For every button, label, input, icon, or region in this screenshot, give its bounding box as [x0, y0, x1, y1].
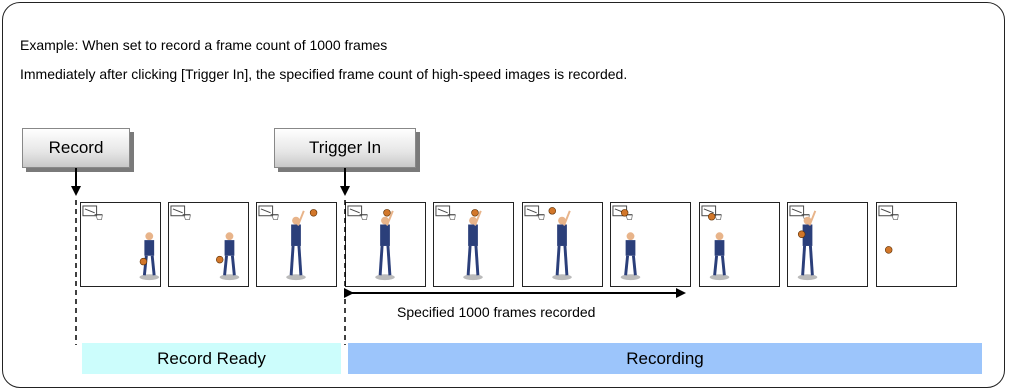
- trigger-description: Immediately after clicking [Trigger In],…: [20, 66, 628, 82]
- frame-thumbnail: [699, 202, 780, 287]
- frame-thumbnail: [345, 202, 426, 287]
- basketball-player-image: [170, 205, 240, 281]
- basketball-player-image: [258, 205, 318, 281]
- basketball-player-image: [878, 205, 899, 254]
- record-ready-bar: Record Ready: [82, 343, 341, 374]
- diagram-frame: [2, 2, 1005, 388]
- frame-thumbnail: [787, 202, 868, 287]
- recorded-span-caption: Specified 1000 frames recorded: [397, 304, 596, 320]
- basketball-player-image: [612, 205, 641, 281]
- record-label: Record: [22, 128, 130, 168]
- basketball-player-image: [82, 205, 160, 281]
- basketball-player-image: [347, 205, 395, 281]
- recording-bar: Recording: [348, 343, 982, 374]
- basketball-player-image: [701, 205, 730, 281]
- frame-thumbnail: [168, 202, 249, 287]
- frame-thumbnail: [256, 202, 337, 287]
- basketball-player-image: [524, 205, 572, 281]
- frame-thumbnail: [610, 202, 691, 287]
- frame-thumbnail: [433, 202, 514, 287]
- basketball-player-image: [435, 205, 483, 281]
- example-note: Example: When set to record a frame coun…: [20, 37, 388, 53]
- frame-thumbnail: [522, 202, 603, 287]
- frame-thumbnail: [80, 202, 161, 287]
- trigger-in-label: Trigger In: [274, 128, 416, 168]
- basketball-player-image: [789, 205, 818, 281]
- frame-thumbnail: [876, 202, 957, 287]
